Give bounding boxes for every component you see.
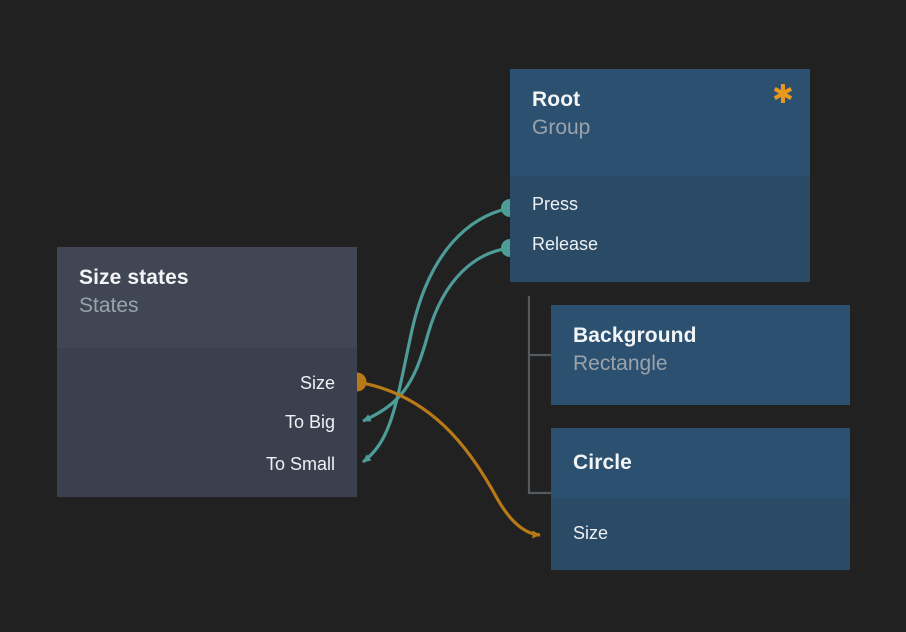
- port-states-size[interactable]: Size: [300, 372, 335, 394]
- port-states-size-label: Size: [299, 373, 335, 393]
- modified-asterisk-icon[interactable]: ✱: [772, 80, 794, 110]
- node-background-title: Background: [573, 324, 697, 347]
- node-circle[interactable]: Circle Size: [551, 428, 850, 570]
- node-root-title: Root: [532, 88, 581, 111]
- node-root-header[interactable]: Root Group ✱: [510, 69, 810, 176]
- node-background-subtitle: Rectangle: [573, 352, 668, 375]
- node-size-states-body: Size To Big To Small: [57, 348, 357, 497]
- port-root-release-label: Release: [532, 234, 599, 254]
- node-background-header[interactable]: Background Rectangle: [551, 305, 850, 405]
- port-root-release[interactable]: Release: [532, 233, 598, 255]
- port-circle-size-label: Size: [573, 523, 609, 543]
- port-root-press-label: Press: [532, 194, 579, 214]
- port-states-to-big[interactable]: To Big: [285, 411, 335, 433]
- node-root-body: Press Release: [510, 176, 810, 282]
- node-circle-body: Size: [551, 498, 850, 570]
- node-size-states-subtitle: States: [79, 294, 139, 317]
- node-root[interactable]: Root Group ✱ Press Release: [510, 69, 810, 282]
- port-circle-size[interactable]: Size: [573, 522, 608, 544]
- wire-size-to-circle-size: [356, 380, 541, 539]
- node-size-states-title: Size states: [79, 266, 189, 289]
- node-size-states-header[interactable]: Size states States: [57, 247, 357, 348]
- port-states-to-small[interactable]: To Small: [266, 453, 335, 475]
- node-root-subtitle: Group: [532, 116, 591, 139]
- tree-hierarchy-rail: [527, 296, 551, 495]
- port-states-to-small-label: To Small: [265, 454, 335, 474]
- node-circle-header[interactable]: Circle: [551, 428, 850, 498]
- port-root-press[interactable]: Press: [532, 193, 578, 215]
- wire-press-to-small: [362, 206, 511, 464]
- node-circle-title: Circle: [573, 451, 632, 474]
- port-states-to-big-label: To Big: [284, 412, 335, 432]
- node-size-states[interactable]: Size states States Size To Big To Small: [57, 247, 357, 497]
- node-background[interactable]: Background Rectangle: [551, 305, 850, 405]
- wire-release-to-big: [362, 246, 511, 423]
